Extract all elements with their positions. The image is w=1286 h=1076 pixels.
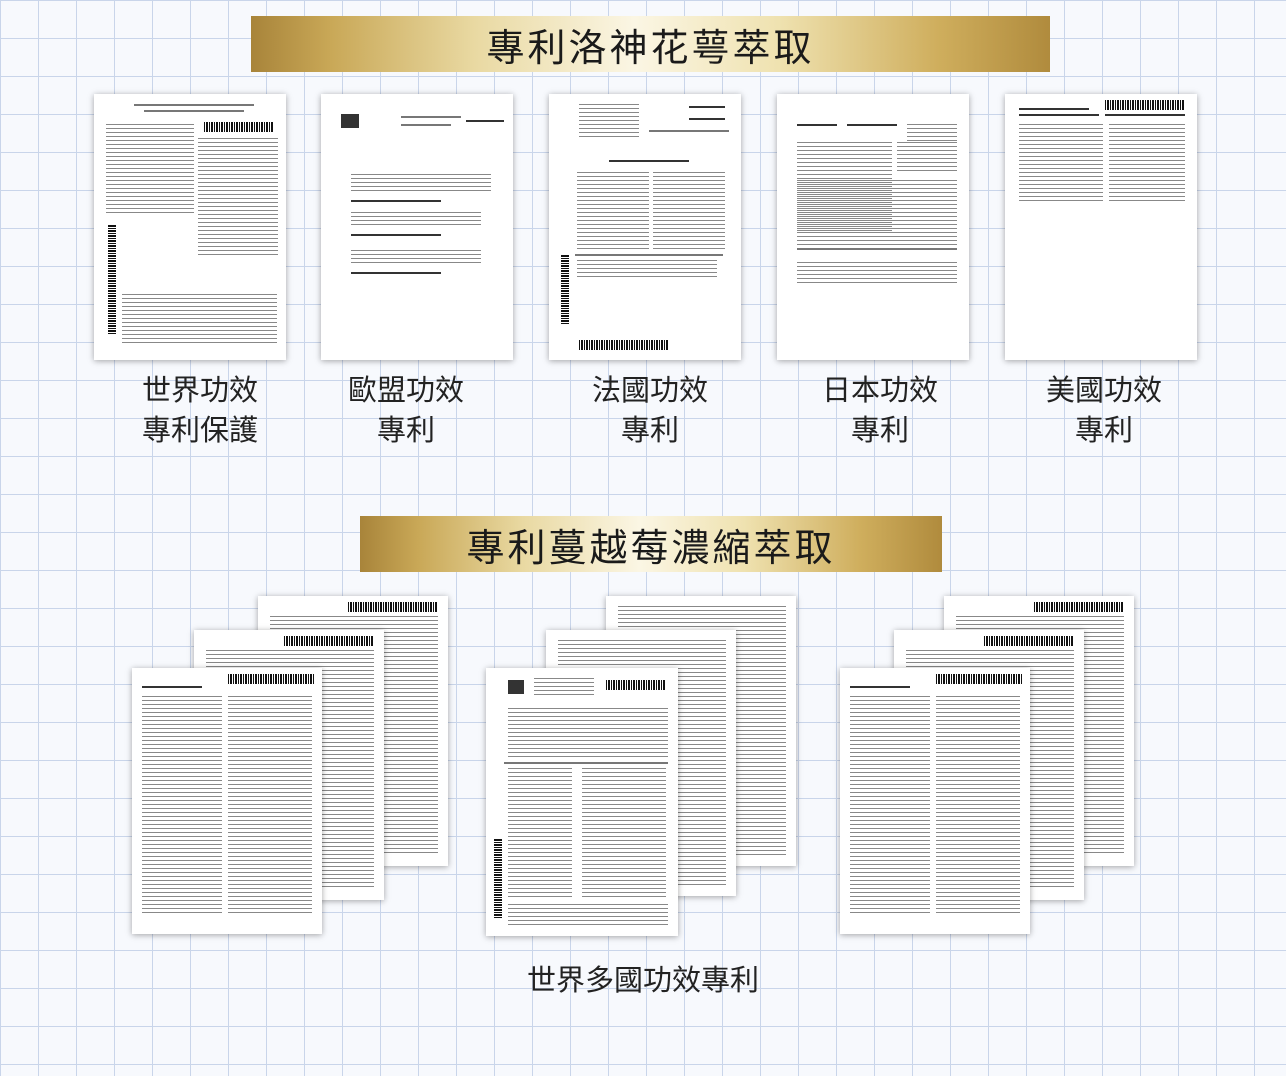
patent-document-eu: [321, 94, 513, 360]
caption-france-patent: 法國功效 專利: [550, 370, 750, 450]
section-banner-cranberry: 專利蔓越莓濃縮萃取: [360, 516, 942, 572]
section-banner-hibiscus: 專利洛神花萼萃取: [251, 16, 1050, 72]
caption-line: 專利: [850, 413, 909, 447]
patent-document-france: [549, 94, 741, 360]
caption-line: 日本功效: [821, 373, 938, 407]
caption-line: 專利: [376, 413, 435, 447]
patent-document-japan: [777, 94, 969, 360]
patent-document-stack2-front: [486, 668, 678, 936]
caption-line: 美國功效: [1045, 373, 1162, 407]
caption-world-multi-country-patents: 世界多國功效專利: [526, 963, 759, 997]
caption-line: 歐盟功效: [347, 373, 464, 407]
caption-line: 世界功效: [141, 373, 258, 407]
caption-line: 專利: [620, 413, 679, 447]
patent-document-usa: [1005, 94, 1197, 360]
caption-eu-patent: 歐盟功效 專利: [306, 370, 506, 450]
patent-document-stack1-front: [132, 668, 322, 934]
caption-japan-patent: 日本功效 專利: [780, 370, 980, 450]
caption-world-patent: 世界功效 專利保護: [100, 370, 300, 450]
section-title: 專利洛神花萼萃取: [486, 25, 815, 70]
section-title: 專利蔓越莓濃縮萃取: [466, 525, 836, 570]
patent-document-stack3-front: [840, 668, 1030, 934]
caption-line: 法國功效: [591, 373, 708, 407]
caption-usa-patent: 美國功效 專利: [1004, 370, 1204, 450]
caption-line: 專利: [1074, 413, 1133, 447]
caption-line: 專利保護: [141, 413, 258, 447]
patent-document-world: [94, 94, 286, 360]
